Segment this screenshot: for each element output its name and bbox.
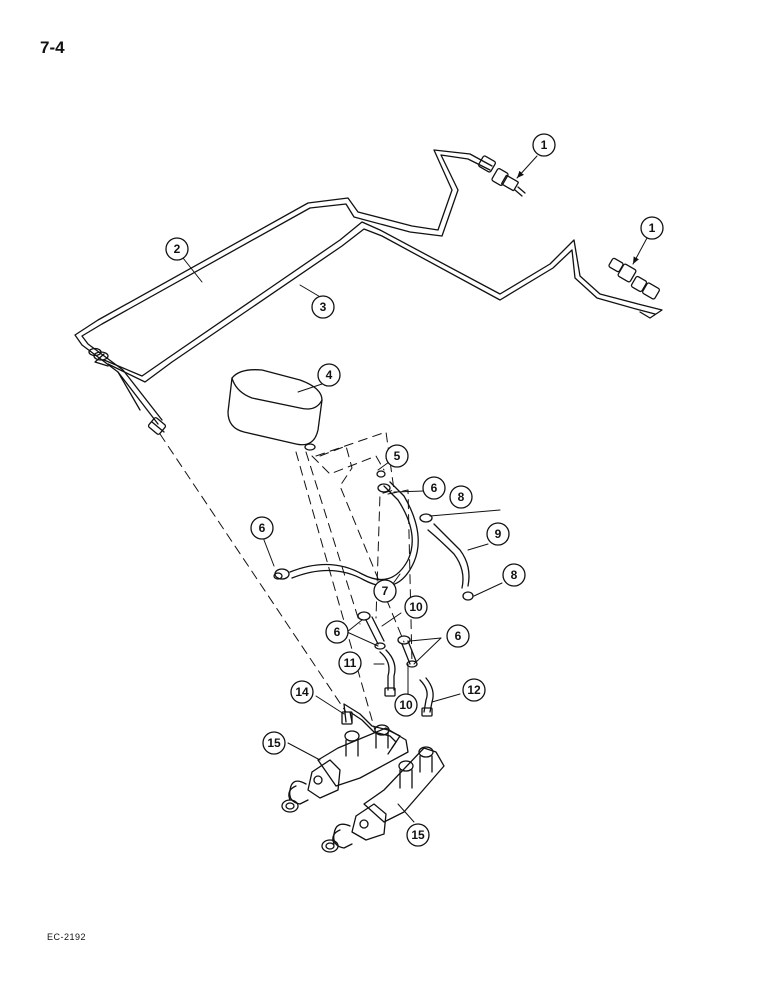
hose-10-left (365, 616, 385, 645)
callout-label: 6 (259, 521, 266, 535)
callout-label: 12 (467, 683, 481, 697)
brake-light-switch-top (478, 155, 526, 197)
master-cylinder-lower (321, 746, 445, 853)
callout-9: 9 (486, 522, 510, 546)
callout-6: 6 (422, 476, 446, 500)
callout-label: 7 (382, 584, 389, 598)
hose-9 (427, 523, 470, 589)
callout-label: 4 (326, 368, 333, 382)
callout-label: 9 (495, 527, 502, 541)
callout-circle (446, 624, 470, 648)
callout-circle (373, 579, 397, 603)
callout-circle (325, 620, 349, 644)
callout-circle (317, 363, 341, 387)
callout-1: 1 (532, 133, 556, 157)
callout-label: 8 (511, 568, 518, 582)
callout-circle (250, 516, 274, 540)
callout-leaders (182, 155, 648, 823)
callout-7: 7 (373, 579, 397, 603)
callout-4: 4 (317, 363, 341, 387)
callout-circle (385, 444, 409, 468)
callout-circle (486, 522, 510, 546)
master-cylinder-upper (281, 724, 409, 813)
callout-2: 2 (165, 237, 189, 261)
hose-7 (289, 481, 419, 587)
balance-pipe-14 (341, 703, 401, 755)
callout-label: 10 (399, 698, 413, 712)
callout-circle (406, 823, 430, 847)
callout-label: 1 (649, 221, 656, 235)
callout-8: 8 (449, 485, 473, 509)
elbow-11 (379, 649, 396, 697)
callout-label: 14 (295, 685, 309, 699)
callout-circle (532, 133, 556, 157)
callout-label: 11 (344, 656, 357, 670)
callout-label: 6 (431, 481, 438, 495)
callout-15: 15 (262, 731, 286, 755)
callout-circle (394, 693, 418, 717)
callout-circle (640, 216, 664, 240)
fluid-reservoir (227, 369, 323, 451)
callout-label: 15 (411, 828, 425, 842)
callout-label: 3 (320, 300, 327, 314)
callout-8: 8 (502, 563, 526, 587)
elbow-12 (419, 677, 434, 717)
callout-11: 11 (338, 651, 362, 675)
page-number: 7-4 (40, 38, 65, 57)
callout-15: 15 (406, 823, 430, 847)
callout-circle (165, 237, 189, 261)
assembly-guide-lines (159, 431, 413, 735)
callout-6: 6 (250, 516, 274, 540)
hose-clips (273, 470, 474, 668)
callout-14: 14 (290, 680, 314, 704)
callout-label: 5 (394, 449, 401, 463)
callout-label: 10 (409, 600, 423, 614)
callout-12: 12 (462, 678, 486, 702)
callout-3: 3 (311, 295, 335, 319)
brake-pipe-3 (94, 221, 663, 383)
brake-pipe-2 (74, 149, 493, 425)
pipe-clip (88, 347, 109, 361)
callout-10: 10 (394, 693, 418, 717)
callout-circle (502, 563, 526, 587)
callout-circle (449, 485, 473, 509)
figure-code: EC-2192 (47, 932, 87, 942)
callout-label: 2 (174, 242, 181, 256)
callout-label: 6 (334, 625, 341, 639)
callout-6: 6 (446, 624, 470, 648)
callout-10: 10 (404, 595, 428, 619)
callout-label: 6 (455, 629, 462, 643)
callout-label: 8 (458, 490, 465, 504)
brake-light-switch-right (608, 257, 660, 300)
callout-5: 5 (385, 444, 409, 468)
callout-circle (262, 731, 286, 755)
callout-circle (404, 595, 428, 619)
callout-circle (422, 476, 446, 500)
callout-label: 15 (267, 736, 281, 750)
callout-label: 1 (541, 138, 548, 152)
pipe-union-left (147, 417, 167, 435)
callout-circle (290, 680, 314, 704)
callout-circle (311, 295, 335, 319)
callout-6: 6 (325, 620, 349, 644)
callout-1: 1 (640, 216, 664, 240)
callout-circle (462, 678, 486, 702)
callout-circle (338, 651, 362, 675)
